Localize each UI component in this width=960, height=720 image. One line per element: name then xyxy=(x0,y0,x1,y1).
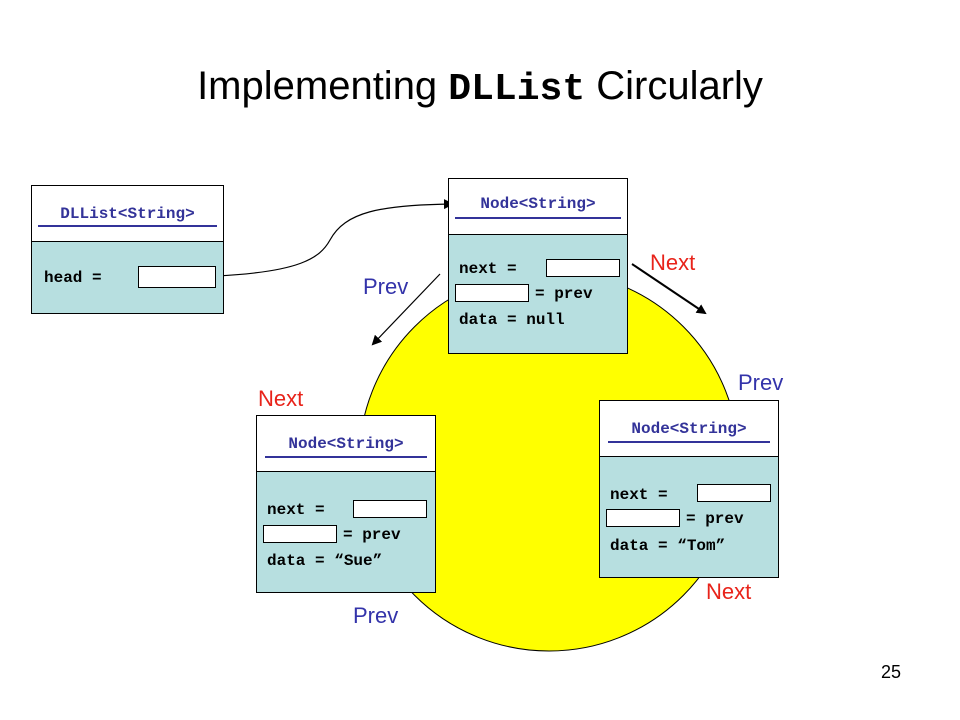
slide-title: Implementing DLList Circularly xyxy=(0,64,960,111)
head-pointer-wire xyxy=(215,199,454,277)
node-top-next-slot xyxy=(546,259,620,277)
prev-arrow-top xyxy=(371,273,441,346)
node-tom-header-underline xyxy=(608,441,770,443)
node-top-data-label: data = null xyxy=(459,311,565,329)
node-sue-data-label: data = “Sue” xyxy=(267,552,383,570)
page-number: 25 xyxy=(881,662,902,682)
node-tom-prev-slot xyxy=(606,509,680,527)
node-top-header-label: Node<String> xyxy=(480,195,596,213)
node-sue-next-slot xyxy=(353,500,427,518)
node-tom: Node<String> next = = prev data = “Tom” xyxy=(599,400,779,578)
head-field-label: head = xyxy=(44,269,102,287)
title-suffix: Circularly xyxy=(585,64,763,108)
node-top-prev-label: = prev xyxy=(535,285,593,303)
node-top-header-underline xyxy=(455,217,621,219)
next-label-left: Next xyxy=(258,386,304,411)
head-pointer-slot xyxy=(138,266,216,288)
node-tom-header-label: Node<String> xyxy=(631,420,747,438)
dllist-body: head = xyxy=(32,241,223,313)
node-sue-prev-label: = prev xyxy=(343,526,401,544)
node-tom-header: Node<String> xyxy=(600,401,778,456)
prev-label-top: Prev xyxy=(363,274,409,299)
node-tom-data-label: data = “Tom” xyxy=(610,537,726,555)
dllist-header-label: DLList<String> xyxy=(60,205,195,223)
prev-label-right: Prev xyxy=(738,370,784,395)
node-tom-prev-label: = prev xyxy=(686,510,744,528)
node-sue-body: next = = prev data = “Sue” xyxy=(257,471,435,592)
title-code: DLList xyxy=(448,68,586,111)
node-top: Node<String> next = = prev data = null xyxy=(448,178,628,354)
node-sue: Node<String> next = = prev data = “Sue” xyxy=(256,415,436,593)
prev-label-bottom: Prev xyxy=(353,603,399,628)
node-sue-next-label: next = xyxy=(267,501,325,519)
title-prefix: Implementing xyxy=(197,64,449,108)
dllist-header: DLList<String> xyxy=(32,186,223,241)
node-sue-header-label: Node<String> xyxy=(288,435,404,453)
node-sue-header-underline xyxy=(265,456,427,458)
next-label-top: Next xyxy=(650,250,696,275)
node-tom-body: next = = prev data = “Tom” xyxy=(600,456,778,577)
node-top-next-label: next = xyxy=(459,260,517,278)
node-sue-prev-slot xyxy=(263,525,337,543)
node-tom-next-slot xyxy=(697,484,771,502)
dllist-header-underline xyxy=(38,225,217,227)
node-sue-header: Node<String> xyxy=(257,416,435,471)
node-top-header: Node<String> xyxy=(449,179,627,234)
next-arrow-top xyxy=(631,263,707,315)
dllist-box: DLList<String> head = xyxy=(31,185,224,314)
node-top-body: next = = prev data = null xyxy=(449,234,627,353)
next-label-bottom: Next xyxy=(706,579,752,604)
node-top-prev-slot xyxy=(455,284,529,302)
node-tom-next-label: next = xyxy=(610,486,668,504)
